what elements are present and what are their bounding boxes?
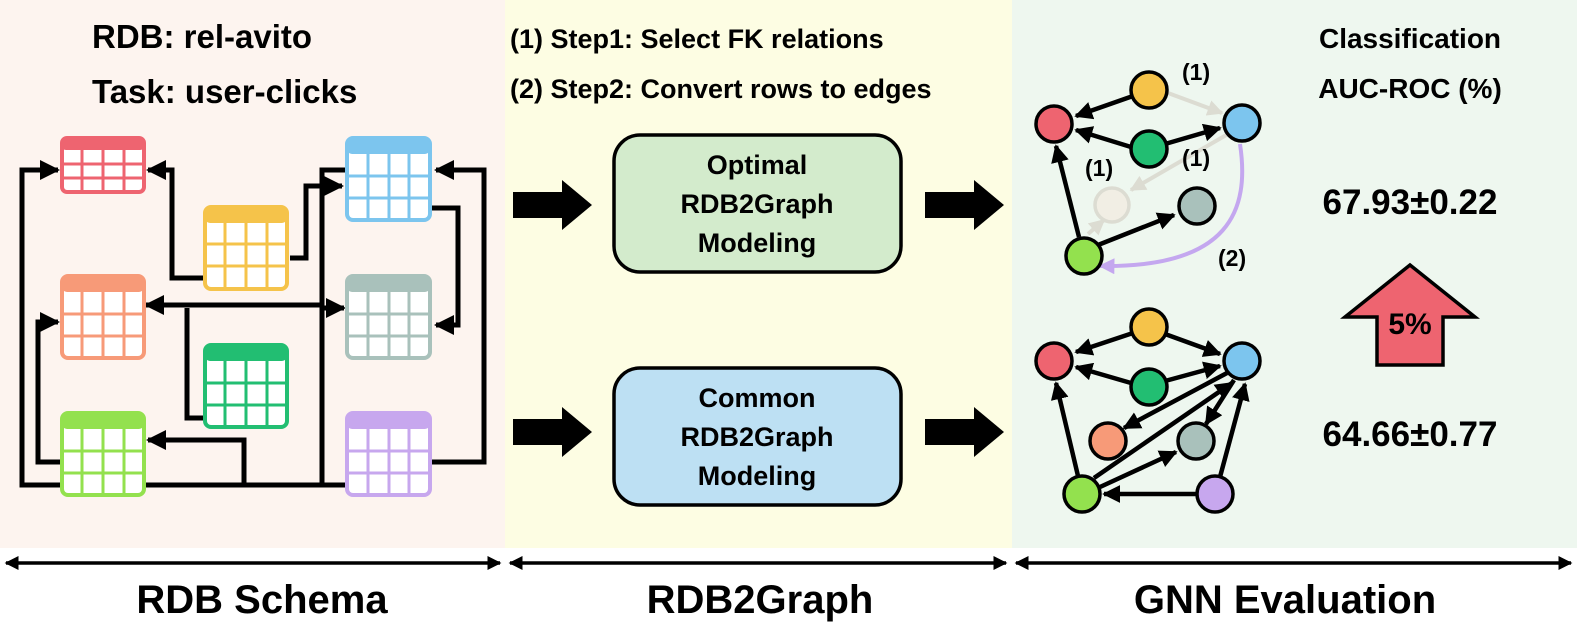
rdb-schema-section-label: RDB Schema [136, 578, 388, 622]
optimal-modeling-box: Optimal RDB2Graph Modeling [612, 133, 903, 274]
edge-label: (1) [1085, 155, 1113, 181]
optimal-box-line1: Optimal [707, 150, 808, 180]
block-arrow-icon [925, 180, 1004, 230]
common-box-line3: Modeling [698, 461, 816, 491]
table-icon-yellow [203, 205, 289, 291]
common-graph [1034, 307, 1262, 514]
block-arrow-icon [513, 407, 592, 457]
graph-node-red [1034, 341, 1074, 381]
edge-label: (1) [1182, 145, 1210, 171]
table-icon-red [60, 136, 146, 194]
block-arrow-icon [925, 407, 1004, 457]
graph-node-green [1129, 129, 1169, 169]
graph-node-blue [1222, 103, 1262, 143]
task-name-label: Task: user-clicks [92, 73, 357, 110]
step2-label: (2) Step2: Convert rows to edges [510, 74, 932, 104]
common-score: 64.66±0.77 [1323, 415, 1498, 454]
graph-node-gray [1177, 186, 1217, 226]
rdb2graph-section-label: RDB2Graph [647, 578, 874, 622]
rdb-name-label: RDB: rel-avito [92, 18, 312, 55]
graph-node-yellow [1129, 70, 1169, 110]
graph-node-lime [1062, 474, 1102, 514]
edge-label: (1) [1182, 59, 1210, 85]
gnn-evaluation-section-label: GNN Evaluation [1134, 578, 1436, 622]
common-box-line2: RDB2Graph [680, 422, 833, 452]
table-icon-lime [60, 411, 146, 497]
schema-tables [60, 136, 432, 497]
graph-node-yellow [1129, 307, 1169, 347]
common-modeling-box: Common RDB2Graph Modeling [612, 366, 903, 507]
graph-node-orange-faded [1093, 186, 1131, 224]
optimal-box-line3: Modeling [698, 228, 816, 258]
step1-label: (1) Step1: Select FK relations [510, 24, 884, 54]
graph-node-purple [1195, 474, 1235, 514]
improvement-arrow-icon: 5% [1340, 262, 1480, 367]
graph-node-lime [1064, 236, 1104, 276]
table-icon-green [203, 343, 289, 429]
graph-node-red [1034, 104, 1074, 144]
graph-node-orange [1088, 421, 1128, 461]
fk-connectors [19, 160, 487, 488]
optimal-graph: (1) (1) (1) (2) [1034, 59, 1262, 276]
graph-node-blue [1222, 341, 1262, 381]
metric-title-line1: Classification [1319, 23, 1501, 54]
table-icon-gray [345, 274, 432, 360]
table-icon-blue [345, 136, 432, 222]
table-icon-orange [60, 274, 146, 360]
edge-label: (2) [1218, 245, 1246, 271]
metric-title-line2: AUC-ROC (%) [1318, 73, 1502, 104]
optimal-score: 67.93±0.22 [1323, 183, 1498, 222]
improvement-label: 5% [1388, 308, 1431, 341]
graph-node-green [1129, 367, 1169, 407]
optimal-box-line2: RDB2Graph [680, 189, 833, 219]
common-box-line1: Common [699, 383, 816, 413]
table-icon-purple [345, 411, 432, 497]
graph-node-gray [1176, 421, 1216, 461]
block-arrow-icon [513, 180, 592, 230]
